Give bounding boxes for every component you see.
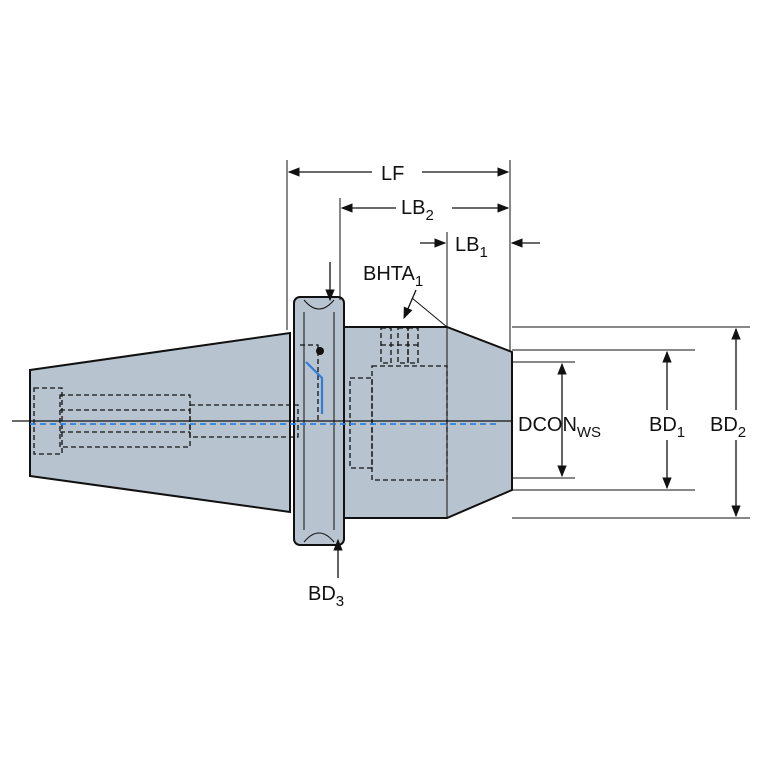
label-bd2: BD2: [710, 414, 746, 441]
main-body: [343, 326, 513, 519]
drive-hole: [316, 347, 324, 355]
label-bhta1: BHTA1: [363, 263, 423, 290]
label-lb2: LB2: [401, 197, 434, 224]
extension-lines: [286, 160, 750, 519]
label-lb1: LB1: [455, 234, 488, 261]
flange-groove-bottom: [303, 532, 335, 543]
labels: LF LB2 LB1 BHTA1 DCONWS BD1 BD2 BD3: [308, 158, 758, 610]
holder-body: [29, 296, 513, 546]
label-lf: LF: [381, 163, 404, 185]
label-bd3: BD3: [308, 583, 344, 610]
label-bd1: BD1: [649, 414, 685, 441]
flange-groove: [303, 299, 335, 310]
bhta1-leader: [403, 289, 417, 320]
taper-shank: [29, 331, 291, 514]
label-dcon-ws: DCONWS: [518, 414, 601, 441]
